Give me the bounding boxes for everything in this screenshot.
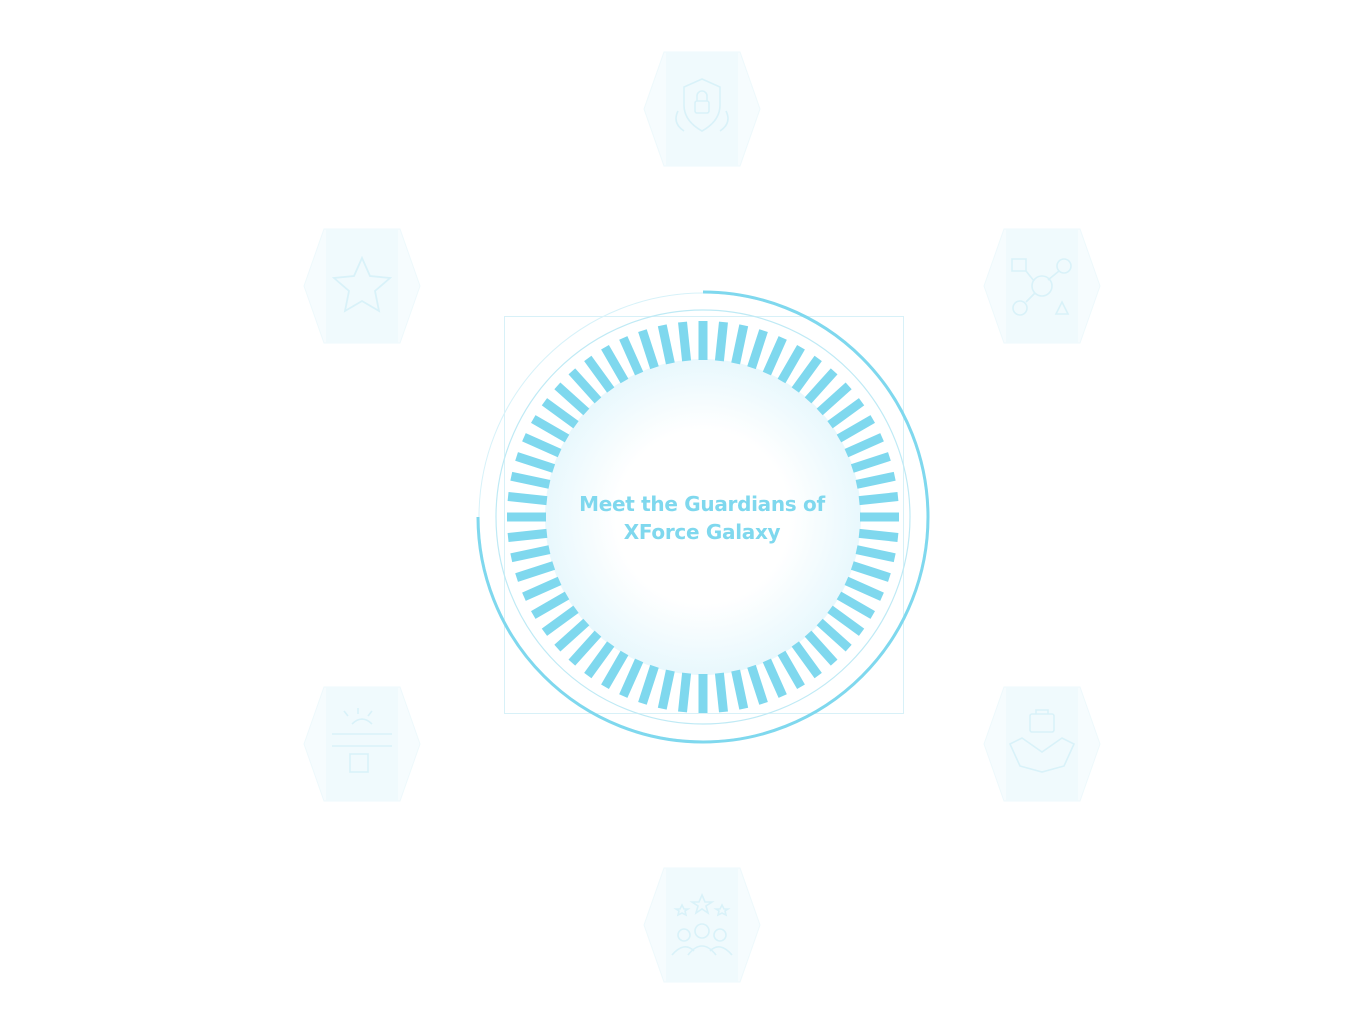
hub-title-line-2: XForce Galaxy (623, 520, 781, 544)
hub-tick (601, 650, 629, 689)
network-hub-icon (983, 228, 1101, 344)
hub-tick (678, 321, 692, 362)
inner-thin-ring (495, 309, 911, 725)
hub-tick (850, 452, 891, 473)
hub-tick (522, 433, 562, 458)
hub-tick (541, 605, 579, 636)
hub-tick (678, 672, 692, 713)
hub-title: Meet the Guardians of XForce Galaxy (552, 490, 852, 546)
hub-tick (816, 382, 852, 416)
hub-tick (619, 658, 644, 698)
hub-ticks (507, 321, 899, 713)
hub-frame (504, 316, 904, 714)
hub-tick (584, 641, 615, 679)
hub-tick (619, 336, 644, 376)
hub-tick (657, 324, 675, 365)
hub-tick (638, 329, 659, 370)
arc-left (476, 516, 704, 744)
hub-tick (522, 576, 562, 601)
hub-tick (541, 398, 579, 429)
hub-tick (507, 492, 548, 506)
hub-tick (554, 618, 590, 652)
shield-lock-laurel-icon (643, 51, 761, 167)
hub-tick (531, 415, 570, 443)
hub-tick (827, 398, 865, 429)
hub-tick (584, 355, 615, 393)
node-lower-left[interactable] (302, 684, 422, 804)
hub-tick (731, 669, 749, 710)
hub-tick (515, 561, 556, 582)
hub-tick (568, 630, 602, 666)
hub-tick (507, 528, 548, 542)
hub-title-line-1: Meet the Guardians of (579, 492, 825, 516)
hub-tick (836, 591, 875, 619)
hub-tick (791, 355, 822, 393)
handshake-briefcase-icon (983, 686, 1101, 802)
node-bottom[interactable] (642, 865, 762, 985)
hub-tick (844, 576, 884, 601)
hub-glow (545, 359, 861, 675)
node-lower-right[interactable] (982, 684, 1102, 804)
arc-right (702, 290, 930, 744)
hub-tick (804, 630, 838, 666)
hub-tick (836, 415, 875, 443)
hub-tick (731, 324, 749, 365)
hub-tick (638, 664, 659, 705)
hub-tick (568, 368, 602, 404)
hub-tick (858, 492, 899, 506)
node-upper-left[interactable] (302, 226, 422, 346)
hub-tick (515, 452, 556, 473)
hub-tick (510, 545, 551, 563)
node-upper-right[interactable] (982, 226, 1102, 346)
signpost-tree-icon (303, 686, 421, 802)
hub-tick (554, 382, 590, 416)
hub-tick (762, 658, 787, 698)
hub-tick (855, 545, 896, 563)
hub-tick (855, 471, 896, 489)
team-stars-icon (643, 867, 761, 983)
hub-tick (762, 336, 787, 376)
hub-tick (844, 433, 884, 458)
hub-tick (858, 528, 899, 542)
hub-tick (747, 329, 768, 370)
hub-tick (804, 368, 838, 404)
hub-tick (816, 618, 852, 652)
star-icon (303, 228, 421, 344)
hub-tick (791, 641, 822, 679)
hub-tick (601, 345, 629, 384)
hub-tick (510, 471, 551, 489)
node-top[interactable] (642, 49, 762, 169)
hub-tick (827, 605, 865, 636)
hub-tick (714, 672, 728, 713)
hub-tick (714, 321, 728, 362)
hub-tick (747, 664, 768, 705)
hub-tick (777, 345, 805, 384)
hub-tick (657, 669, 675, 710)
hub-tick (531, 591, 570, 619)
hub-tick (850, 561, 891, 582)
hub-tick (777, 650, 805, 689)
